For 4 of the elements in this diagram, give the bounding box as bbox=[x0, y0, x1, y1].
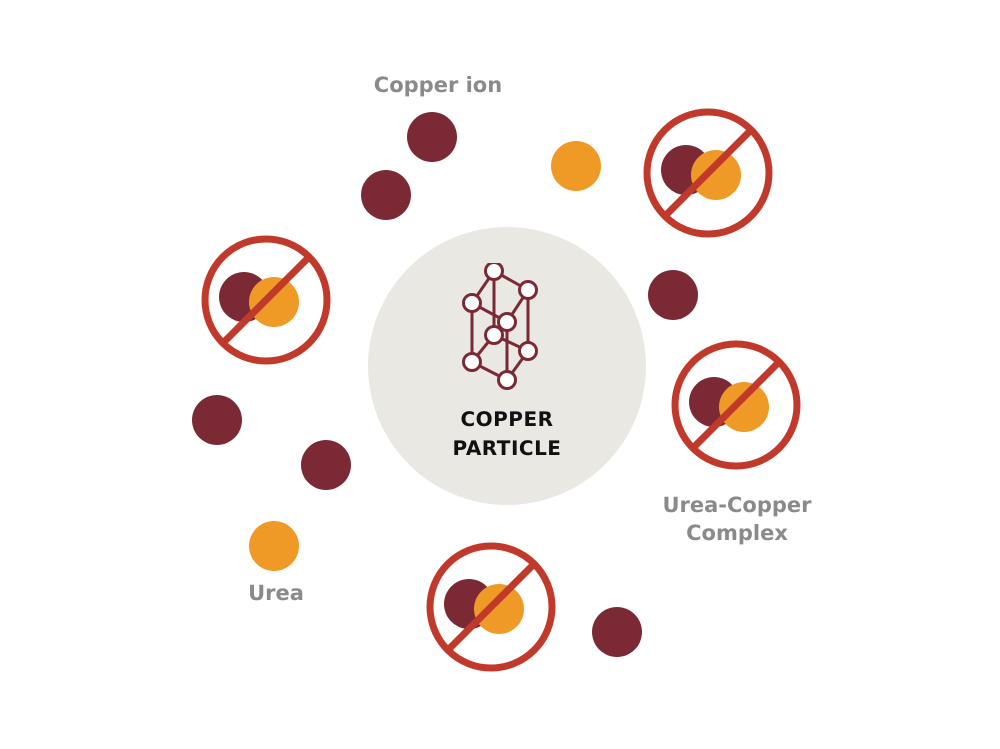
particle-label: COPPER PARTICLE bbox=[452, 406, 562, 462]
caption-label: Urea-Copper Complex bbox=[661, 492, 813, 547]
caption-label: Urea bbox=[247, 580, 305, 607]
caption-label: Copper ion bbox=[372, 72, 504, 99]
